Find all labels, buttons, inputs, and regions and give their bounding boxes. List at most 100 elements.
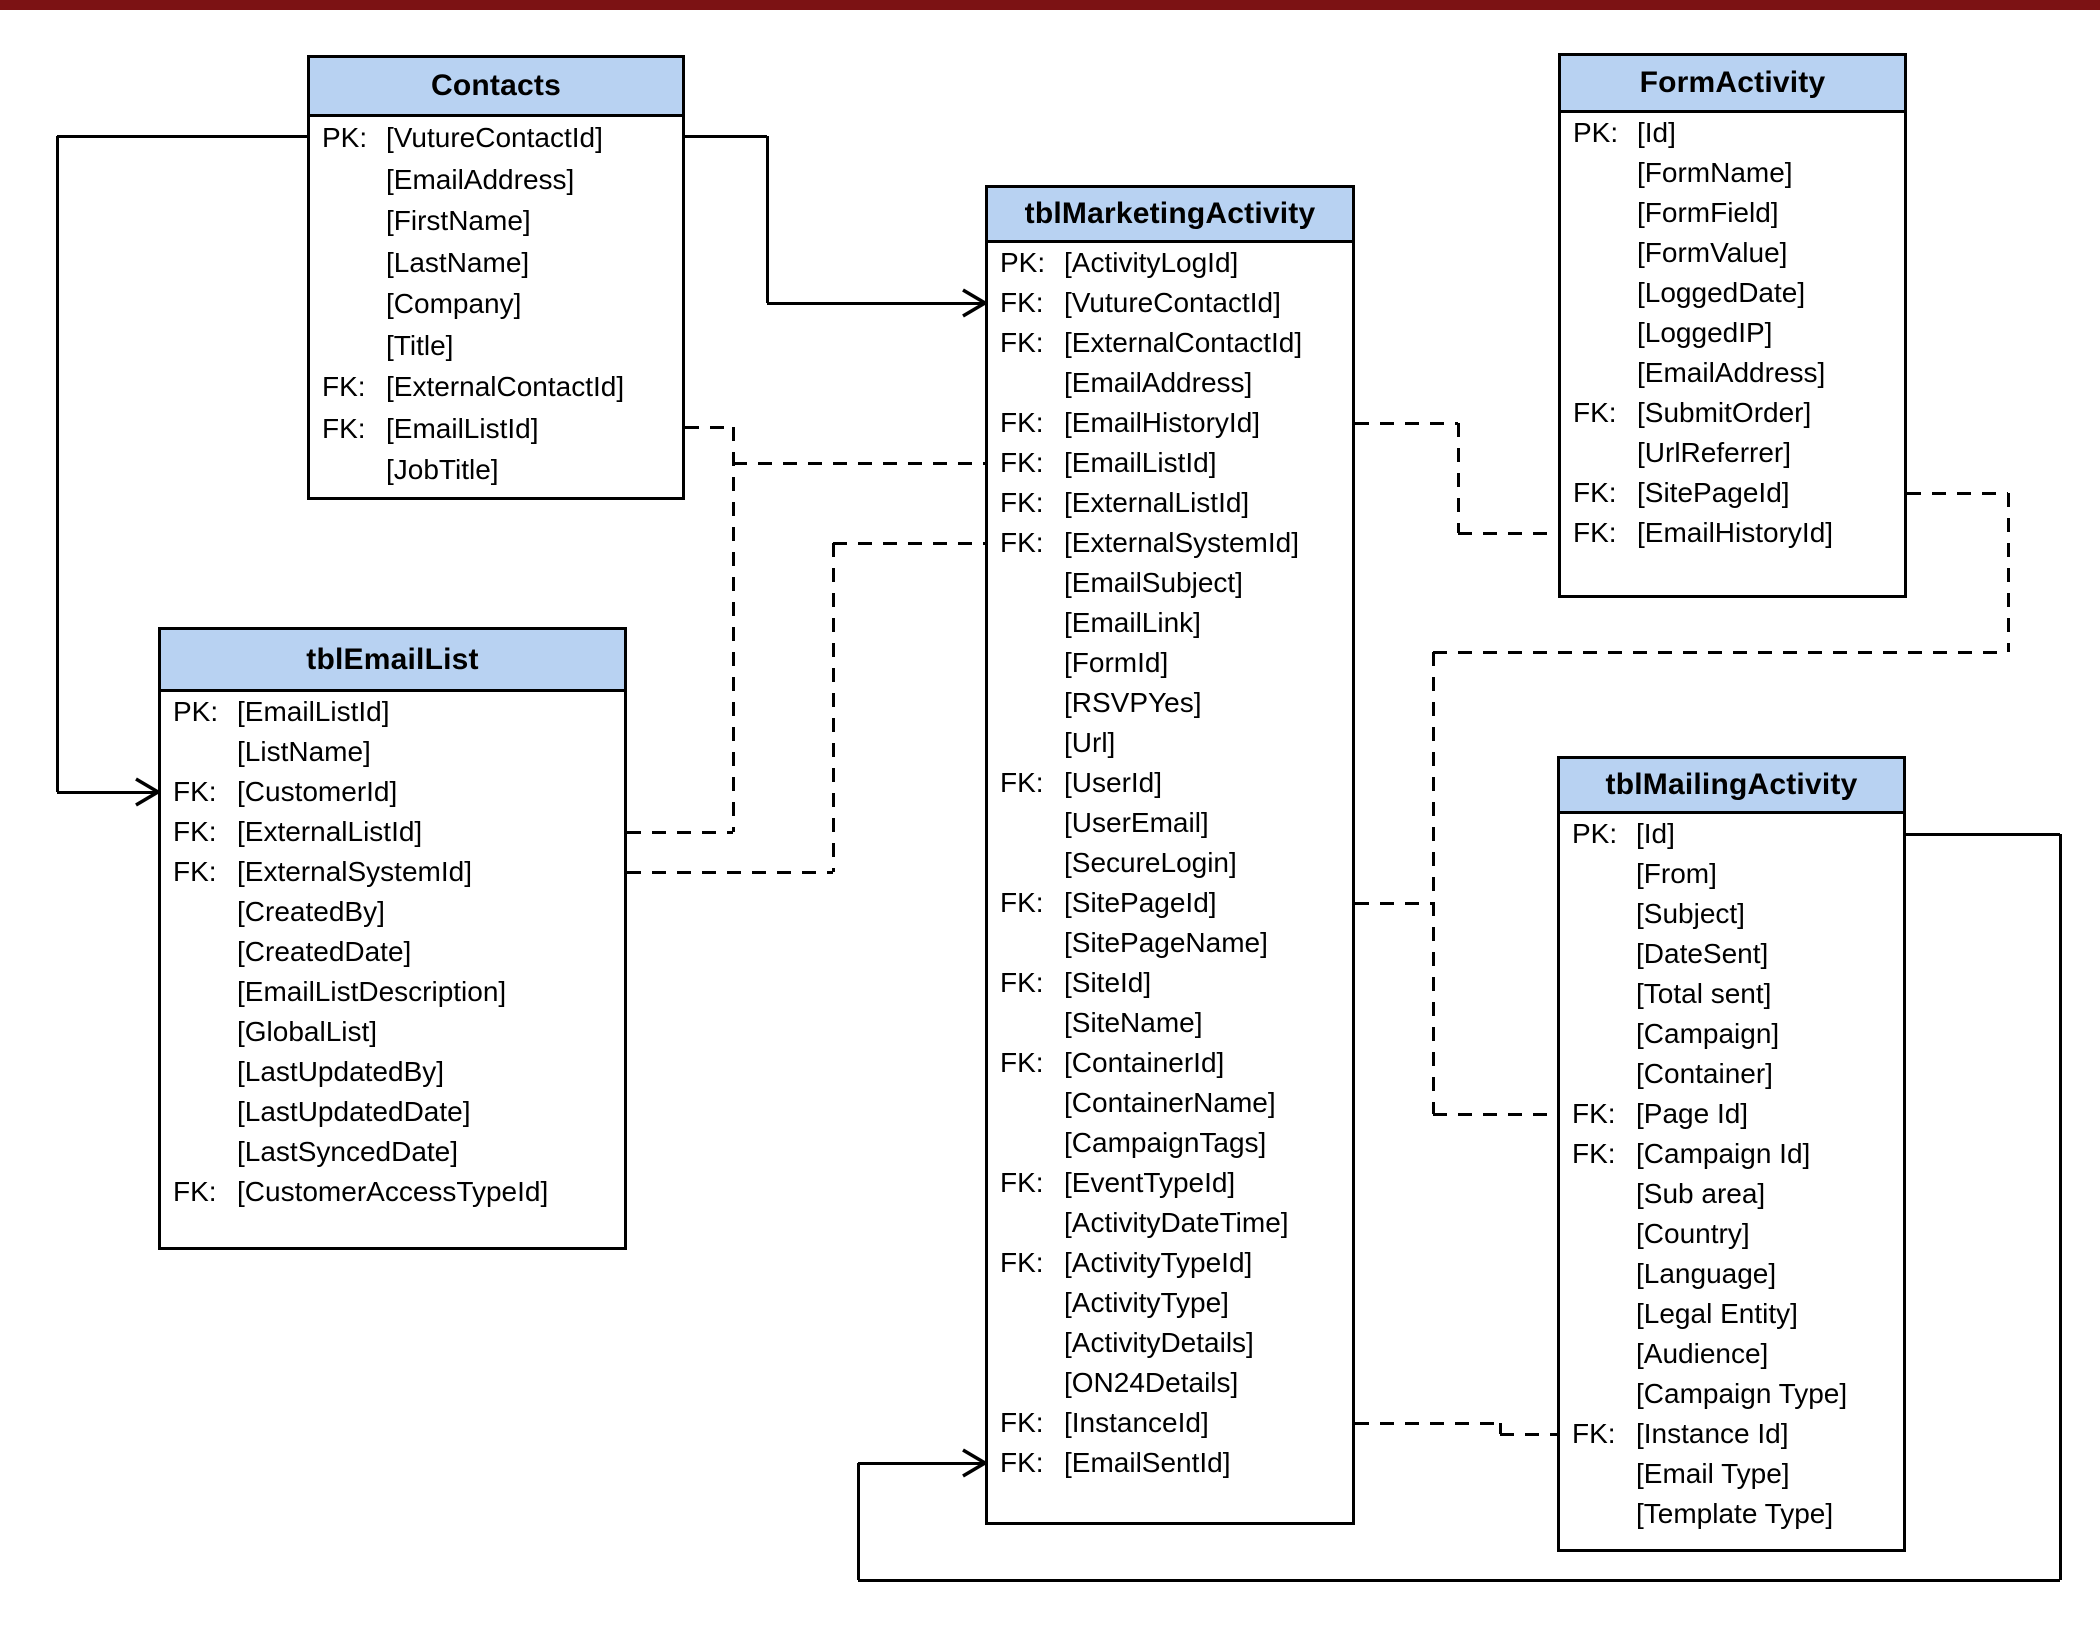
field-name: [LoggedIP]: [1637, 317, 1773, 348]
key-prefix: FK:: [1000, 527, 1044, 558]
connector-segment: [1500, 1432, 1557, 1436]
key-prefix: FK:: [1000, 487, 1044, 518]
key-prefix: PK:: [1573, 117, 1619, 148]
field-row: [UserEmail]: [988, 803, 1352, 843]
connector-segment: [765, 136, 769, 303]
field-row: [ListName]: [161, 732, 624, 772]
key-prefix: FK:: [1573, 517, 1617, 548]
field-row: [FormValue]: [1561, 233, 1904, 273]
field-row: [Audience]: [1560, 1334, 1903, 1374]
field-name: [ExternalListId]: [1064, 487, 1250, 518]
field-name: [Sub area]: [1636, 1178, 1766, 1209]
field-name: [Page Id]: [1636, 1098, 1749, 1129]
field-row: [EmailAddress]: [310, 159, 682, 201]
field-name: [Subject]: [1636, 898, 1745, 929]
key-prefix: FK:: [173, 1176, 217, 1207]
field-row: [CampaignTags]: [988, 1123, 1352, 1163]
connector-segment: [57, 790, 160, 794]
field-row: [SiteName]: [988, 1003, 1352, 1043]
field-row: FK:[VutureContactId]: [988, 283, 1352, 323]
top-accent-bar: [0, 0, 2100, 10]
field-row: FK:[Campaign Id]: [1560, 1134, 1903, 1174]
key-prefix: PK:: [1000, 247, 1046, 278]
field-row: FK: [SiteId]: [988, 963, 1352, 1003]
field-name: [SecureLogin]: [1064, 847, 1237, 878]
field-row: [UrlReferrer]: [1561, 433, 1904, 473]
field-row: [EmailAddress]: [988, 363, 1352, 403]
field-name: [EmailSubject]: [1064, 567, 1243, 598]
field-row: [FormName]: [1561, 153, 1904, 193]
connector-segment: [1433, 1112, 1557, 1116]
key-prefix: PK:: [322, 122, 368, 153]
field-name: [Total sent]: [1636, 978, 1772, 1009]
field-row: [Legal Entity]: [1560, 1294, 1903, 1334]
field-row: PK:[ActivityLogId]: [988, 243, 1352, 283]
field-row: [ActivityType]: [988, 1283, 1352, 1323]
field-row: FK:[ExternalContactId]: [310, 366, 682, 408]
connector-segment: [2058, 834, 2062, 1580]
connector-segment: [55, 136, 59, 792]
field-row: [DateSent]: [1560, 934, 1903, 974]
field-row: [CreatedDate]: [161, 932, 624, 972]
field-row: FK: [Page Id]: [1560, 1094, 1903, 1134]
field-name: [FirstName]: [386, 205, 531, 236]
field-name: [SubmitOrder]: [1637, 397, 1812, 428]
connector-segment: [833, 541, 985, 545]
field-name: [LastUpdatedBy]: [237, 1056, 445, 1087]
field-row: FK:[EmailSentId]: [988, 1443, 1352, 1483]
field-row: [Url]: [988, 723, 1352, 763]
field-name: [Campaign]: [1636, 1018, 1780, 1049]
field-row: FK:[ExternalSystemId]: [161, 852, 624, 892]
field-row: FK:[EventTypeId]: [988, 1163, 1352, 1203]
table-contacts-rows: PK: [VutureContactId] [EmailAddress] [First…: [310, 117, 682, 491]
field-name: [CreatedDate]: [237, 936, 412, 967]
field-name: [SitePageId]: [1637, 477, 1790, 508]
field-row: [EmailSubject]: [988, 563, 1352, 603]
field-name: [FormId]: [1064, 647, 1169, 678]
field-name: [GlobalList]: [237, 1016, 378, 1047]
field-name: [Campaign Id]: [1636, 1138, 1811, 1169]
field-row: [GlobalList]: [161, 1012, 624, 1052]
key-prefix: FK:: [1000, 967, 1044, 998]
connector-segment: [733, 461, 985, 465]
field-row: FK:[ExternalSystemId]: [988, 523, 1352, 563]
key-prefix: FK:: [1000, 407, 1044, 438]
connector-segment: [1498, 1423, 1502, 1434]
field-row: [SitePageName]: [988, 923, 1352, 963]
field-row: [LastName]: [310, 242, 682, 284]
key-prefix: FK:: [1572, 1418, 1616, 1449]
field-row: FK:[UserId]: [988, 763, 1352, 803]
field-name: [CustomerId]: [237, 776, 398, 807]
connector-segment: [1456, 423, 1460, 533]
field-name: [LoggedDate]: [1637, 277, 1806, 308]
field-name: [EmailListId]: [1064, 447, 1217, 478]
field-name: [SiteId]: [1064, 967, 1152, 998]
field-name: [FormValue]: [1637, 237, 1788, 268]
field-name: [VutureContactId]: [1064, 287, 1281, 318]
connector-segment: [1906, 832, 2060, 836]
field-row: FK:[SitePageId]: [1561, 473, 1904, 513]
field-name: [Instance Id]: [1636, 1418, 1789, 1449]
table-formactivity-title: FormActivity: [1561, 56, 1904, 113]
field-name: [Legal Entity]: [1636, 1298, 1798, 1329]
field-name: [From]: [1636, 858, 1717, 889]
key-prefix: FK:: [1572, 1098, 1616, 1129]
field-name: [Email Type]: [1636, 1458, 1790, 1489]
key-prefix: FK:: [173, 776, 217, 807]
key-prefix: FK:: [173, 816, 217, 847]
field-name: [Url]: [1064, 727, 1116, 758]
connector-segment: [627, 870, 833, 874]
key-prefix: FK:: [1000, 1167, 1044, 1198]
field-row: [Container]: [1560, 1054, 1903, 1094]
connector-segment: [767, 301, 987, 305]
key-prefix: PK:: [173, 696, 219, 727]
field-row: [EmailAddress]: [1561, 353, 1904, 393]
field-name: [VutureContactId]: [386, 122, 603, 153]
field-name: [Container]: [1636, 1058, 1773, 1089]
field-name: [SiteName]: [1064, 1007, 1203, 1038]
field-name: [UserEmail]: [1064, 807, 1209, 838]
connector-segment: [685, 134, 767, 138]
field-name: [CustomerAccessTypeId]: [237, 1176, 549, 1207]
field-row: FK:[ContainerId]: [988, 1043, 1352, 1083]
field-row: FK:[ActivityTypeId]: [988, 1243, 1352, 1283]
